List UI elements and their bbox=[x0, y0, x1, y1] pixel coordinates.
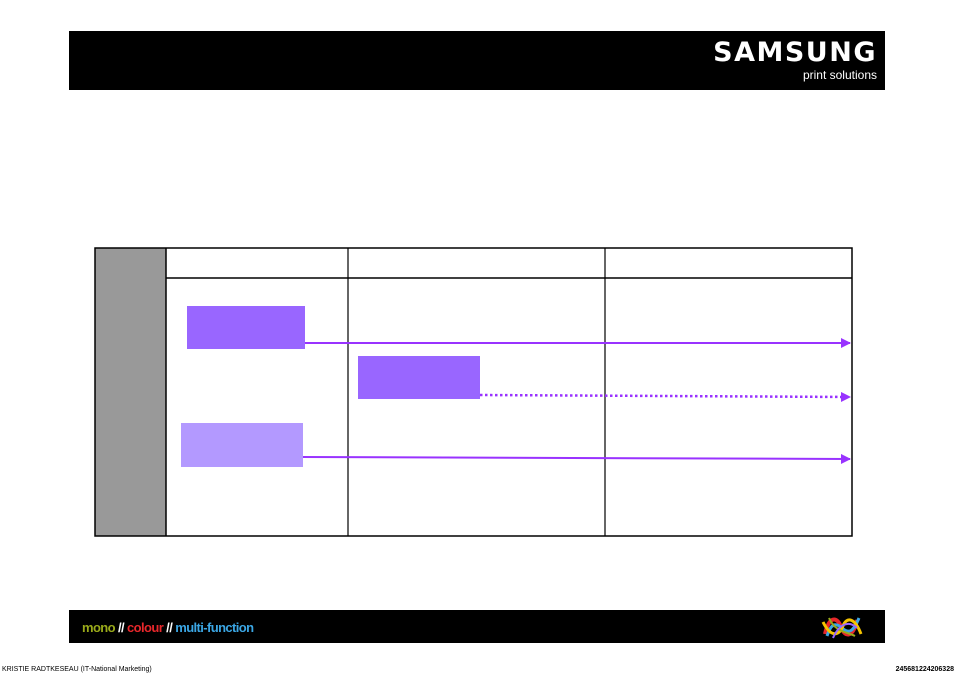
table-frame bbox=[94, 247, 853, 537]
box-1 bbox=[187, 306, 305, 349]
tagline-separator-2: // bbox=[163, 620, 176, 635]
row-header-cell bbox=[95, 248, 166, 536]
document-code: 245681224206328 bbox=[895, 666, 954, 673]
arrow-3 bbox=[300, 453, 851, 464]
samsung-ribbon-logo-icon bbox=[821, 617, 863, 639]
brand-name: SAMSUNG bbox=[713, 37, 877, 68]
footer-bar: mono // colour // multi-function bbox=[69, 610, 885, 643]
tagline: mono // colour // multi-function bbox=[82, 620, 254, 635]
tagline-colour: colour bbox=[127, 620, 164, 635]
tagline-mono: mono bbox=[82, 620, 116, 635]
tagline-separator-1: // bbox=[114, 620, 128, 635]
samsung-logo: SAMSUNG print solutions bbox=[713, 37, 877, 82]
credit-line: KRISTIE RADTKESEAU (IT-National Marketin… bbox=[2, 666, 152, 673]
header-bar: SAMSUNG print solutions bbox=[69, 31, 885, 90]
box-3 bbox=[181, 423, 303, 467]
box-2 bbox=[358, 356, 480, 399]
brand-subtitle: print solutions bbox=[802, 68, 877, 82]
tagline-multi-function: multi-function bbox=[175, 620, 254, 635]
arrow-2-dotted bbox=[479, 391, 851, 402]
